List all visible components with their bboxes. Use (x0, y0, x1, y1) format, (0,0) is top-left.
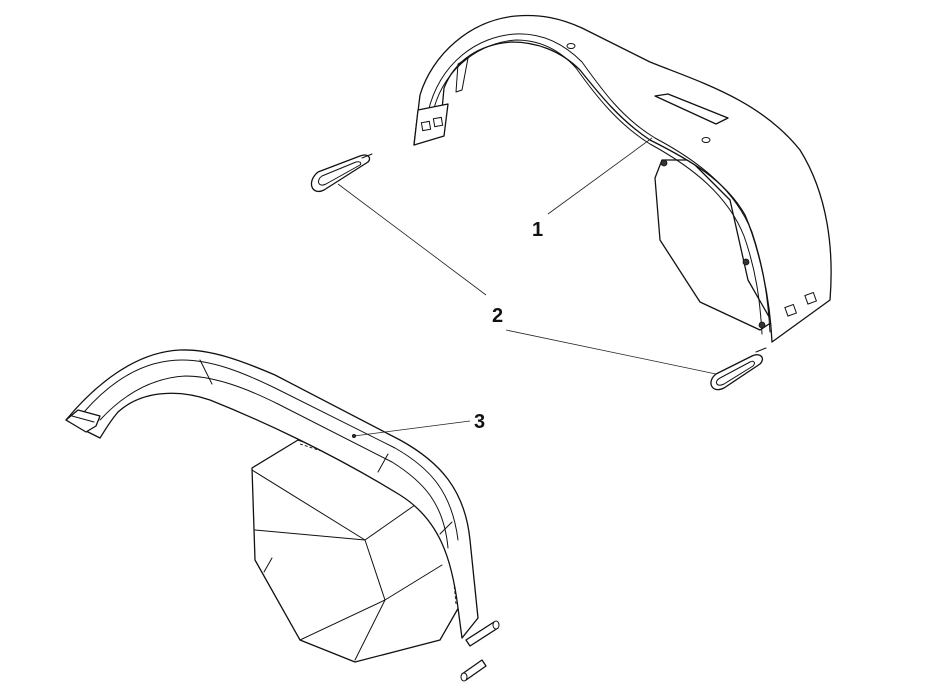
fender-lower-panel-fold (254, 529, 366, 541)
fender-upper-hole (701, 137, 711, 143)
fender-lower-panel-fold (354, 599, 386, 661)
fender-lower-edge (83, 359, 459, 541)
fender-upper-flange (427, 33, 771, 333)
fender-lower-joint (199, 359, 213, 385)
mount-hole (804, 291, 818, 305)
clip-tip (361, 153, 373, 159)
mount-hole (784, 303, 798, 317)
fender-lower-slot (263, 557, 273, 573)
rivet (660, 159, 668, 167)
fender-lower-mount-tab-edge (71, 415, 95, 423)
fender-upper-slot (654, 93, 729, 125)
clip-loop (310, 154, 371, 193)
callout-1: 1 (532, 219, 543, 241)
mount-hole (432, 116, 444, 128)
fender-lower-joint (439, 521, 453, 535)
fender-upper-mount-tab (413, 103, 449, 146)
fender-upper (413, 14, 832, 343)
fender-lower (65, 349, 500, 682)
clip-loop-inner (318, 161, 362, 186)
pin-head (492, 620, 500, 630)
fender-upper-flange-inner (433, 39, 763, 335)
fender-lower-panel-fold (299, 599, 386, 641)
clip-tip (755, 347, 767, 353)
leader-line-1 (547, 137, 653, 215)
callout-3: 3 (474, 411, 485, 433)
fender-lower-edge (99, 375, 449, 549)
pin-head (460, 672, 468, 682)
fender-lower-joint (377, 453, 389, 473)
rivet (758, 321, 766, 329)
fender-upper-body (413, 14, 832, 343)
fender-upper-inner-slot (455, 57, 469, 93)
fender-upper-skirt (654, 159, 773, 331)
leader-line-2a (337, 183, 487, 296)
fender-lower-mount-tab (65, 409, 101, 433)
clip-loop-inner (716, 360, 755, 386)
leader-line-2b (505, 329, 717, 375)
leader-line-3 (353, 420, 471, 437)
callout-2: 2 (492, 305, 503, 327)
leader-dot-3 (351, 433, 356, 438)
fender-upper-hole (566, 43, 576, 49)
fender-clip-left (310, 153, 373, 193)
mount-hole (420, 120, 432, 132)
clip-loop (710, 354, 764, 391)
rivet (742, 258, 750, 266)
fender-lower-body (65, 349, 479, 639)
fender-clip-right (710, 347, 767, 391)
fender-lower-pin (460, 620, 500, 682)
